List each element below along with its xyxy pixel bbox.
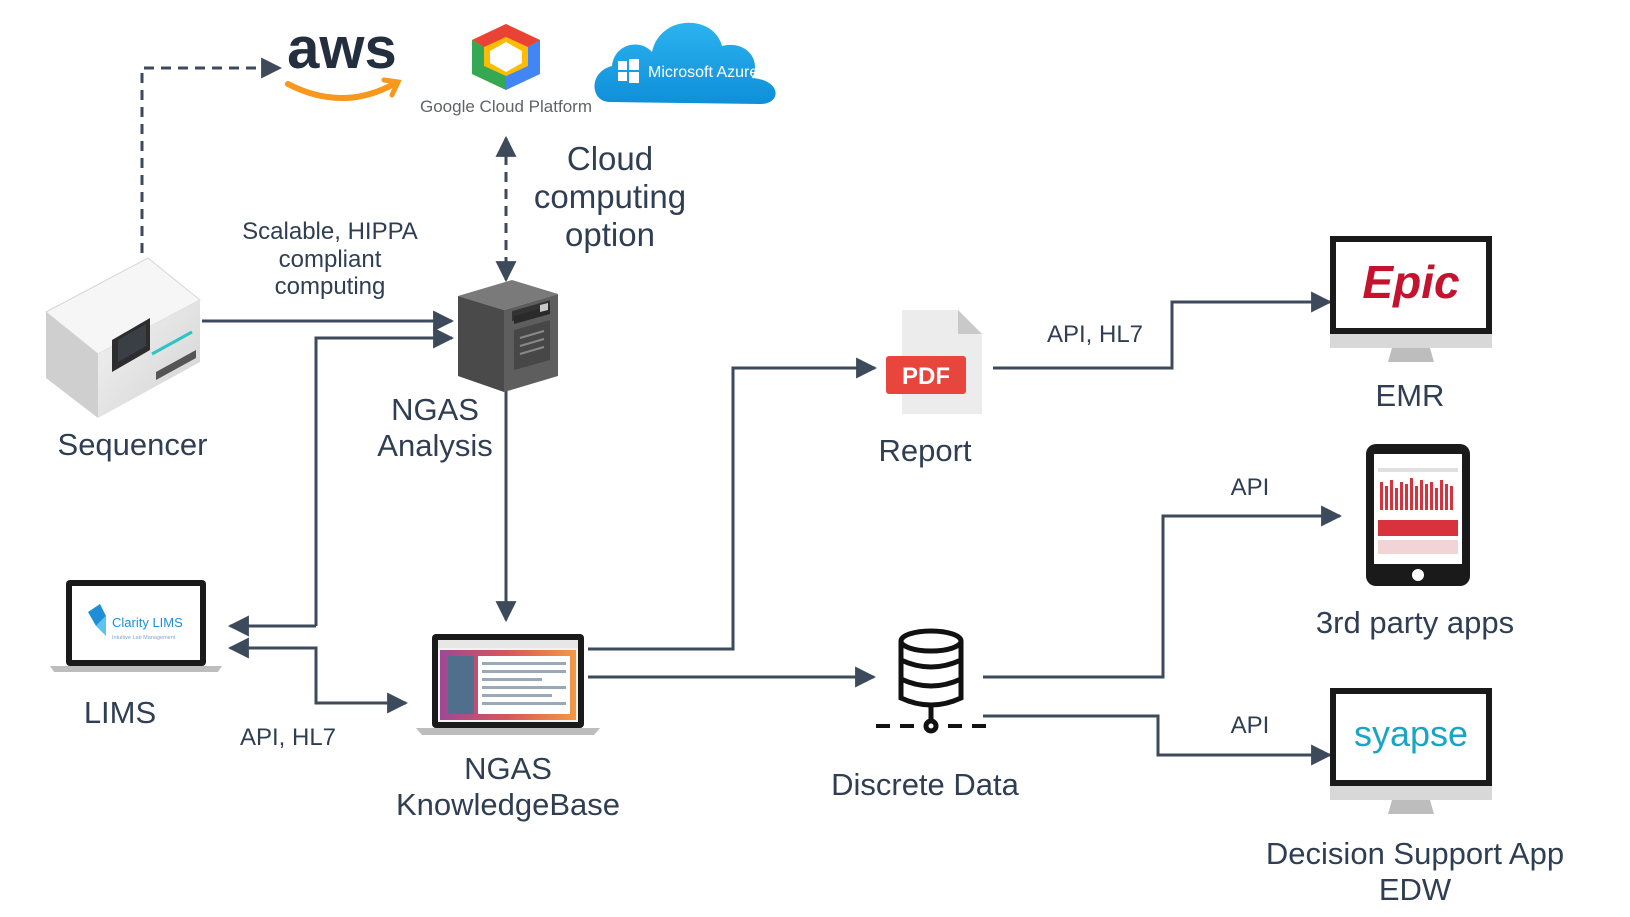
azure-wordmark: Microsoft Azure (648, 64, 758, 81)
lims-link-label: API, HL7 (239, 724, 337, 751)
report-label: Report (878, 433, 972, 468)
apps-link-label: API (1230, 474, 1270, 501)
azure-cloud-logo: Microsoft Azure (594, 22, 776, 104)
gcp-wordmark: Google Cloud Platform (420, 97, 592, 116)
scalable-computing-label: Scalable, HIPPA compliant computing (242, 218, 418, 301)
discrete-to-apps-connector (983, 505, 1343, 679)
clarity-wordmark: Clarity LIMS (112, 615, 183, 630)
report-to-emr-connector (993, 291, 1333, 370)
database-icon (876, 628, 986, 734)
sequencer-to-aws-dashed-connector (140, 57, 283, 253)
aws-wordmark: aws (287, 16, 397, 81)
lims-to-analysis-connector (314, 327, 455, 626)
emr-link-label: API, HL7 (1046, 321, 1144, 348)
lims-label: LIMS (83, 695, 157, 730)
pdf-badge-text: PDF (902, 363, 950, 390)
server-tower-icon (458, 280, 558, 392)
emr-label: EMR (1375, 378, 1445, 413)
connectors (140, 57, 1343, 766)
epic-wordmark: Epic (1362, 256, 1459, 308)
lims-laptop-icon: Clarity LIMS Intuitive Lab Management (50, 580, 222, 672)
ngas-analysis-label: NGAS Analysis (377, 392, 493, 463)
discrete-to-dsa-connector (983, 714, 1333, 766)
gcp-hex-red (472, 24, 540, 47)
gcp-hex-green (472, 40, 506, 90)
clarity-logo-accent (96, 616, 106, 636)
aws-logo: aws (285, 16, 402, 101)
third-party-apps-label: 3rd party apps (1315, 605, 1515, 640)
knowledgebase-laptop-icon (416, 634, 600, 735)
pdf-report-icon: PDF (886, 310, 982, 414)
decision-support-label: Decision Support App EDW (1265, 836, 1565, 907)
aws-arrowhead-icon (381, 77, 402, 98)
dsa-link-label: API (1230, 712, 1270, 739)
aws-smile-icon (285, 81, 397, 101)
tablet-icon (1366, 444, 1470, 586)
kb-to-report-connector (588, 357, 878, 651)
emr-monitor-icon: Epic (1330, 236, 1492, 362)
sequencer-label: Sequencer (57, 427, 208, 462)
gcp-hex-blue (506, 40, 540, 90)
dsa-monitor-icon: syapse (1330, 688, 1492, 814)
syapse-wordmark: syapse (1354, 713, 1468, 754)
google-cloud-logo: Google Cloud Platform (420, 24, 592, 116)
sequencer-device-icon (45, 257, 201, 418)
cloud-option-label: Cloud computing option (533, 140, 687, 253)
tablet-chart-bars (1380, 478, 1453, 510)
azure-cloud-icon (594, 22, 776, 104)
lims-kb-bidirectional-connector (227, 637, 409, 714)
discrete-data-label: Discrete Data (831, 767, 1019, 802)
gcp-hex-inner (490, 42, 522, 72)
ngas-knowledgebase-label: NGAS KnowledgeBase (395, 751, 621, 822)
clarity-tagline: Intuitive Lab Management (112, 635, 176, 641)
windows-logo-icon (618, 59, 639, 83)
